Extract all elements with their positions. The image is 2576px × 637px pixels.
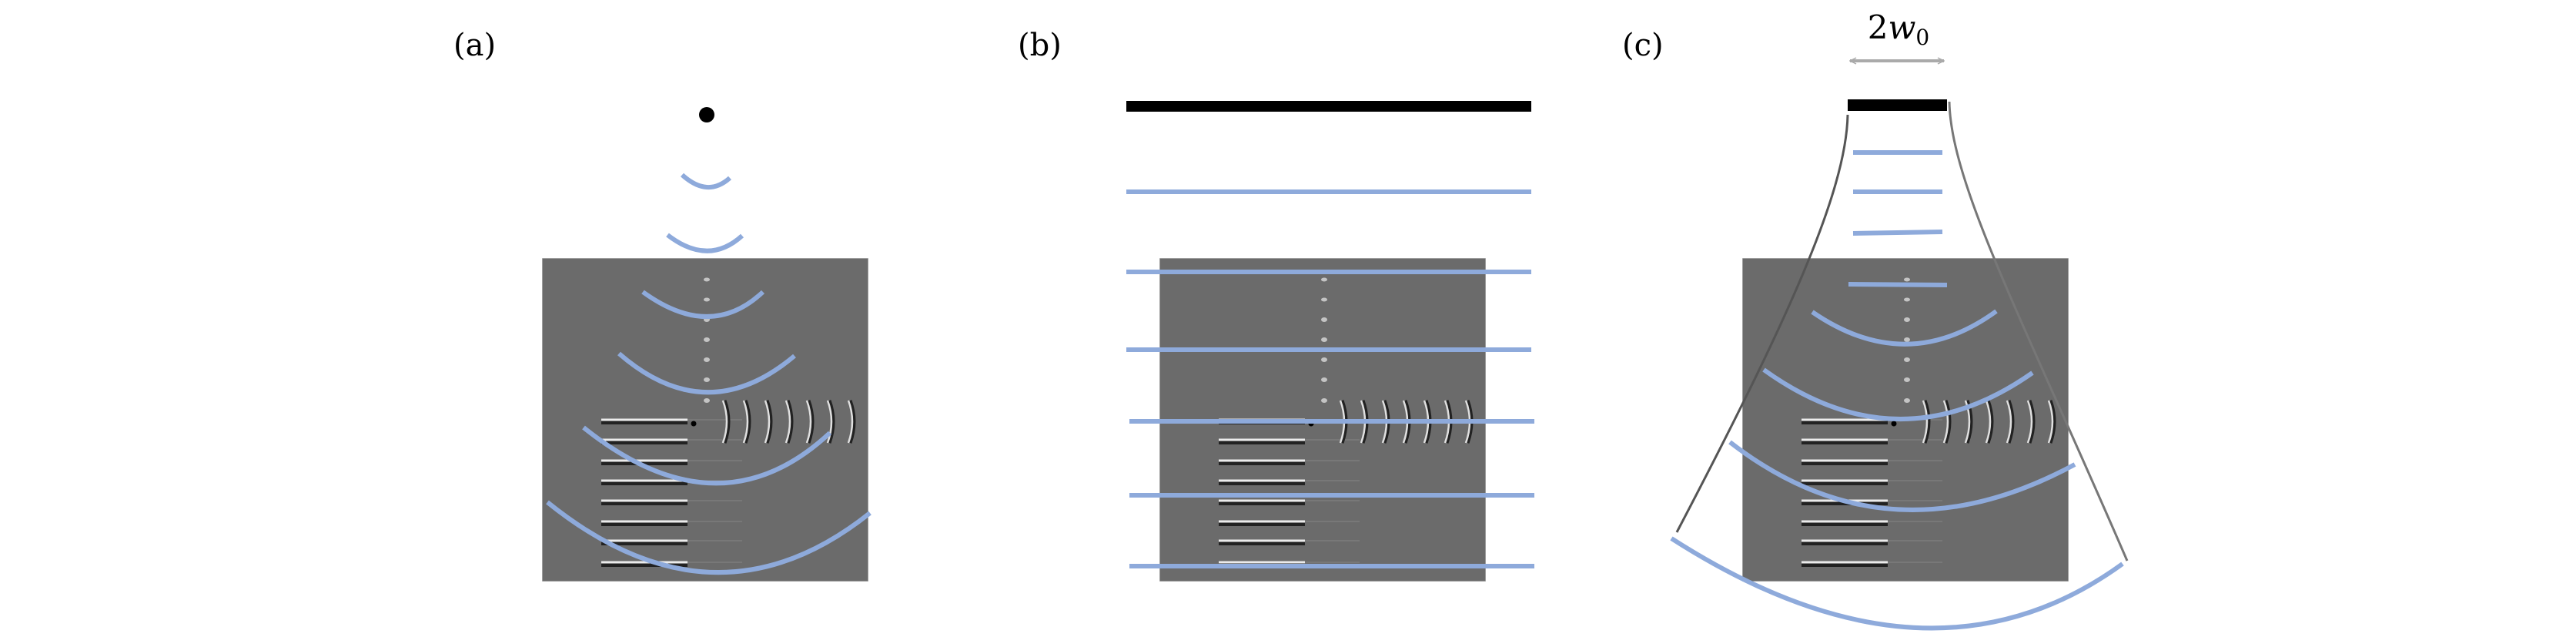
spherical-wavefront-4	[617, 351, 796, 395]
spherical-wavefront-1	[680, 173, 732, 190]
spherical-wavefront-6	[546, 500, 871, 575]
panel-b-label: (b)	[1018, 28, 1062, 63]
aperture-source	[1848, 99, 1947, 111]
beam-width-symbol: w	[1888, 8, 1915, 46]
beam-wavefront-5	[1811, 309, 1998, 347]
panel-a-label: (a)	[453, 28, 496, 63]
beam-wavefront-8	[1670, 536, 2124, 631]
point-source	[699, 107, 714, 122]
spherical-wavefront-3	[641, 290, 765, 319]
beam-width-coefficient: 2	[1868, 8, 1889, 46]
panel-c: (c) 2w0	[1622, 8, 2129, 631]
spherical-wavefront-2	[666, 233, 744, 253]
panel-a: (a)	[453, 28, 871, 582]
beam-wavefront-7	[1728, 440, 2076, 512]
beam-wavefront-4	[1848, 282, 1948, 287]
beam-envelope-left	[1675, 114, 1849, 533]
beam-wavefront-3	[1852, 230, 1943, 236]
beam-width-subscript: 0	[1915, 25, 1929, 50]
panel-c-label: (c)	[1622, 28, 1664, 63]
beam-envelope-right	[1948, 101, 2129, 562]
linear-source	[1126, 101, 1531, 112]
spherical-wavefront-5	[582, 425, 832, 486]
panel-b: (b)	[1018, 28, 1534, 582]
beam-width-label: 2w0	[1868, 8, 1930, 50]
beam-wavefront-6	[1762, 367, 2034, 421]
